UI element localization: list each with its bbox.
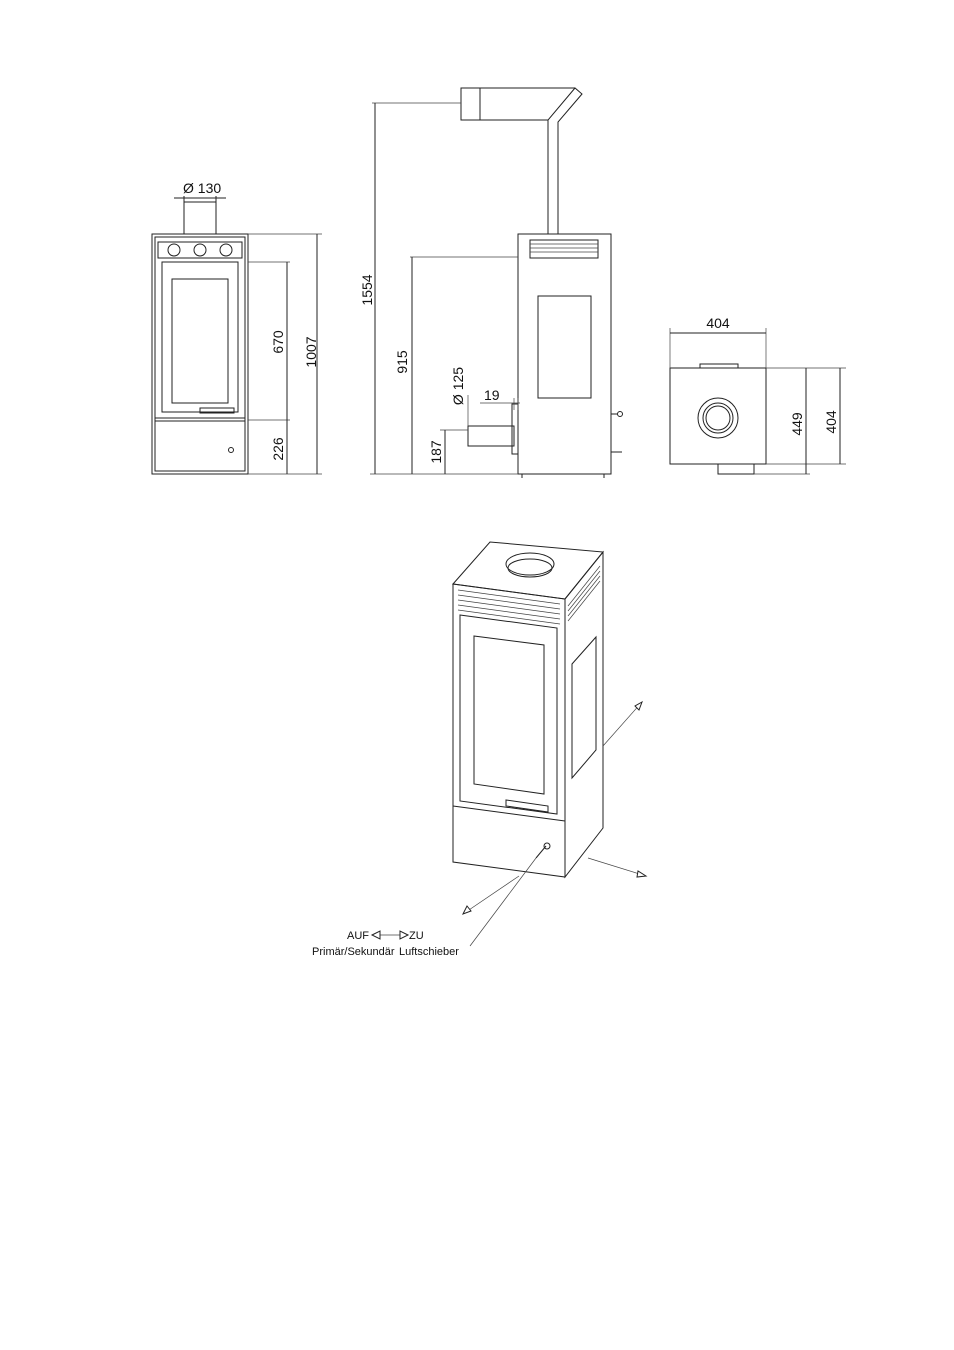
iso-air-slider-knob: [544, 843, 550, 849]
top-width-label: 404: [706, 315, 730, 331]
side-stove-body: [518, 234, 611, 474]
side-flue-pipe: [548, 88, 582, 234]
iso-label-open: AUF: [347, 930, 369, 942]
side-rear-diameter-label: Ø 125: [450, 367, 466, 405]
front-air-knob: [229, 448, 234, 453]
iso-arrow-left: [372, 931, 380, 939]
top-stove-body: [670, 368, 766, 464]
front-view: Ø 130 1007 670 226: [152, 180, 322, 474]
iso-arrow-right: [400, 931, 408, 939]
side-height-flue-label: 1554: [359, 274, 375, 305]
top-depth-body-label: 404: [823, 410, 839, 434]
iso-flue-ring: [506, 553, 554, 575]
side-rear-offset-label: 19: [484, 387, 500, 403]
side-top-vent: [530, 240, 598, 258]
front-height-base-label: 226: [270, 437, 286, 461]
iso-door-glass: [474, 636, 544, 794]
side-rear-pipe: [468, 426, 514, 446]
front-height-door-label: 670: [270, 330, 286, 354]
side-view: 19 Ø 125 1554 915 187: [359, 88, 623, 478]
iso-side-window: [572, 637, 596, 778]
side-flue-connector: [461, 88, 480, 120]
side-window: [538, 296, 591, 398]
side-height-air-inlet-label: 187: [428, 440, 444, 464]
iso-label-close: ZU: [409, 930, 424, 942]
top-depth-total-label: 449: [789, 412, 805, 436]
front-flue-pipe: [184, 202, 216, 234]
iso-front-face: [453, 584, 565, 877]
front-flue-diameter-label: Ø 130: [183, 180, 221, 196]
top-rear-connector: [718, 464, 754, 474]
top-flue-outlet: [698, 398, 738, 438]
iso-label-air-slider: Luftschieber: [399, 946, 459, 958]
front-height-total-label: 1007: [303, 336, 319, 367]
front-stove-body: [152, 234, 248, 474]
front-door: [162, 262, 238, 412]
iso-label-primary-secondary: Primär/Sekundär: [312, 946, 395, 958]
isometric-view: AUF ZU Primär/Sekundär Luftschieber: [312, 542, 646, 958]
side-height-rear-label: 915: [394, 350, 410, 374]
front-door-glass: [172, 279, 228, 403]
top-view: 404 449 404: [670, 315, 846, 474]
